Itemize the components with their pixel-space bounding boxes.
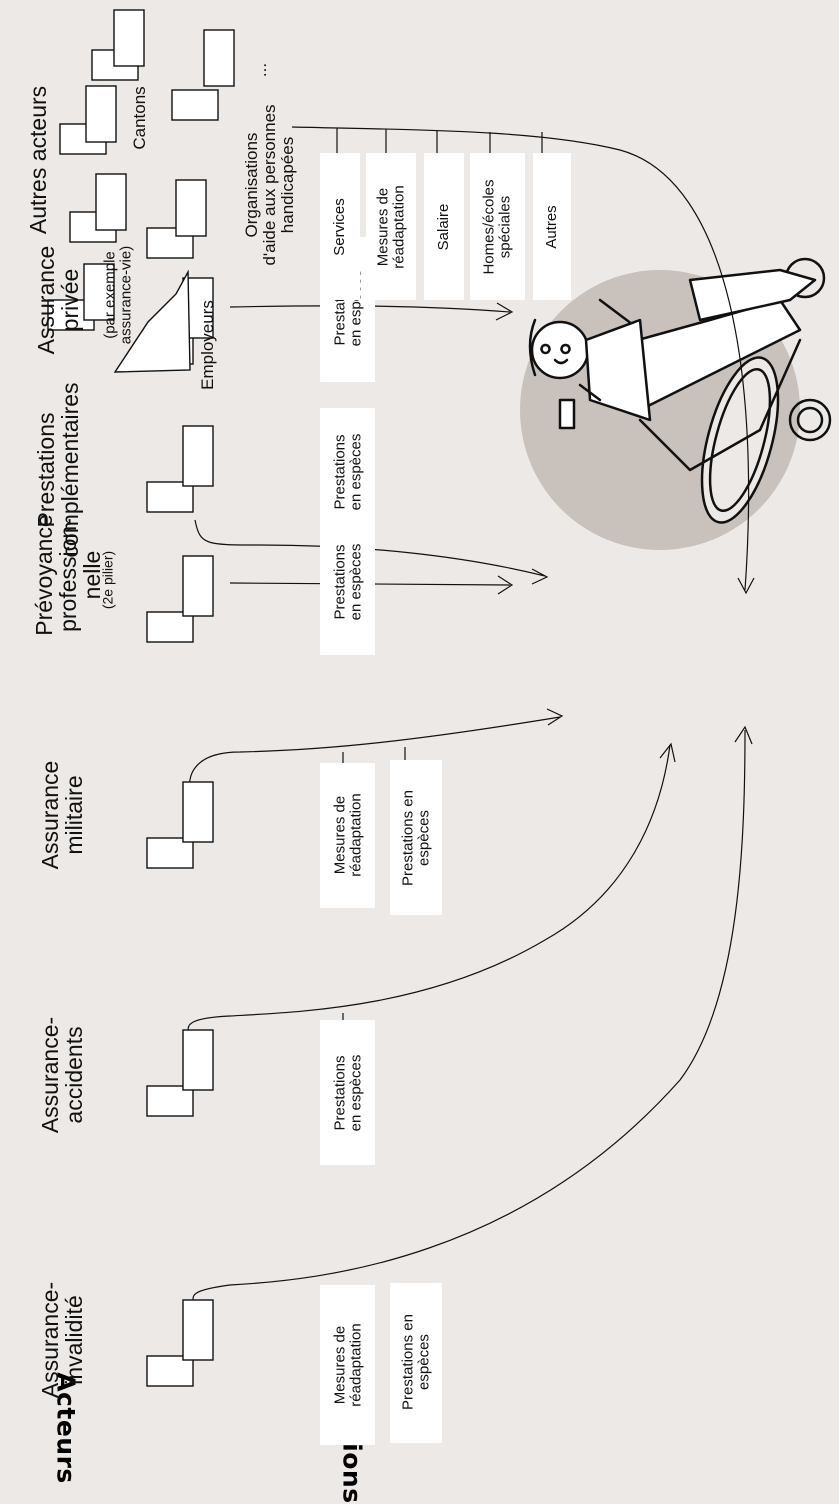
box-ai-especes <box>390 1283 442 1443</box>
box-homes <box>470 153 525 300</box>
salaire-label: Salaire <box>435 203 453 251</box>
building-icons <box>47 9 235 1387</box>
box-am-readaptation <box>320 763 375 908</box>
box-pc-especes <box>320 408 375 538</box>
actor-autres-acteurs: Autres acteurs <box>24 85 51 235</box>
box-autres <box>533 153 571 300</box>
box-am-especes <box>390 760 442 915</box>
wheelchair-person-illustration <box>528 257 832 524</box>
actor-prevoyance-note: (2e pilier) <box>99 550 116 610</box>
connector-lines <box>187 126 755 1306</box>
box-services <box>320 153 360 300</box>
box-aa-especes <box>320 1020 375 1165</box>
box-ai-readaptation <box>320 1285 375 1445</box>
box-salaire <box>424 153 464 300</box>
box-autres-readaptation <box>366 153 416 300</box>
autres-label: Autres <box>543 205 561 249</box>
services-label: Services <box>331 198 349 256</box>
actor-cantons: Cantons <box>130 86 150 150</box>
actor-assurance-invalidite: Assurance-invalidité <box>36 1281 87 1399</box>
actor-assurance-accidents: Assurance-accidents <box>36 1016 87 1134</box>
actor-ellipsis: ... <box>251 62 271 78</box>
actor-employeurs: Employeurs <box>198 300 218 390</box>
